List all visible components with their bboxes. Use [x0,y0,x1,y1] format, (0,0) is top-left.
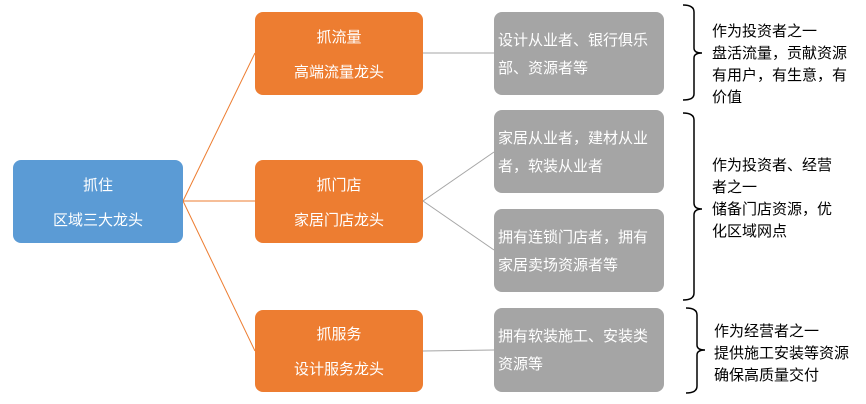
note-line: 盘活流量，贡献资源 [712,44,848,62]
branch-subtitle: 高端流量龙头 [293,62,384,81]
note-traffic: 作为投资者之一 盘活流量，贡献资源 有用户，有生意，有 价值 [712,20,847,108]
resource-node: 拥有连锁门店者，拥有家居卖场资源者等 [494,209,664,292]
note-line: 作为经营者之一 [714,322,820,340]
branch-node-stores: 抓门店 家居门店龙头 [255,160,423,243]
note-line: 作为投资者、经营 [712,156,833,174]
note-line: 储备门店资源，优 [712,200,833,218]
note-service: 作为经营者之一 提供施工安装等资源 确保高质量交付 [714,320,849,386]
braces [682,4,706,394]
resource-node: 家居从业者，建材从业者，软装从业者 [494,110,664,193]
branch-subtitle: 设计服务龙头 [293,360,384,378]
branch-connectors [422,52,495,352]
note-line: 作为投资者之一 [712,22,818,40]
resource-node: 拥有软装施工、安装类资源等 [494,308,664,392]
root-connectors [182,52,256,352]
note-line: 价值 [712,88,743,106]
branch-node-traffic: 抓流量 高端流量龙头 [255,12,423,95]
note-line: 提供施工安装等资源 [714,344,850,362]
branch-title: 抓门店 [316,175,362,194]
resource-node: 设计从业者、银行俱乐部、资源者等 [494,12,664,95]
note-line: 者之一 [712,178,758,196]
note-line: 确保高质量交付 [714,366,820,384]
root-node: 抓住 区域三大龙头 [13,160,183,243]
note-line: 化区域网点 [712,222,788,240]
branch-node-service: 抓服务 设计服务龙头 [255,310,423,392]
root-line1: 抓住 [82,175,113,194]
branch-subtitle: 家居门店龙头 [293,210,384,229]
note-line: 有用户，有生意，有 [712,66,848,84]
branch-title: 抓服务 [316,325,362,343]
note-stores: 作为投资者、经营 者之一 储备门店资源，优 化区域网点 [712,154,832,242]
root-line2: 区域三大龙头 [52,210,143,229]
branch-title: 抓流量 [316,27,362,46]
